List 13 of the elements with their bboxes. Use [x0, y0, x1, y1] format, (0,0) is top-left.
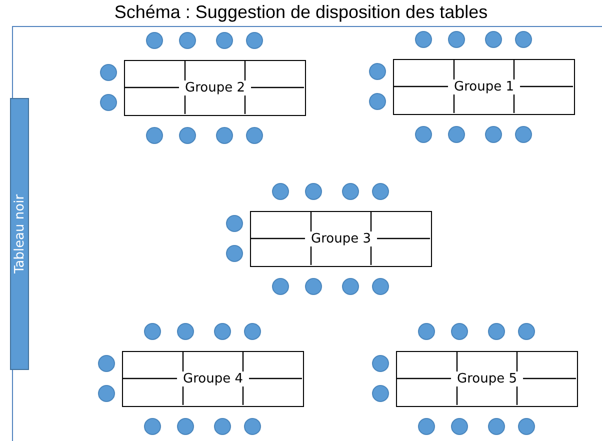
group-label: Groupe 1 [448, 80, 520, 94]
diagram-title: Schéma : Suggestion de disposition des tables [113, 2, 489, 23]
group-label: Groupe 3 [305, 232, 377, 246]
blackboard-panel [10, 98, 29, 370]
table-outline [396, 351, 578, 407]
group-label: Groupe 2 [179, 80, 251, 96]
table-outline [393, 59, 575, 115]
table-outline [250, 211, 432, 267]
blackboard-label: Tableau noir [12, 194, 27, 274]
table-outline [124, 60, 306, 116]
group-label: Groupe 5 [451, 372, 523, 386]
table-outline [122, 351, 304, 407]
group-label: Groupe 4 [177, 372, 249, 386]
